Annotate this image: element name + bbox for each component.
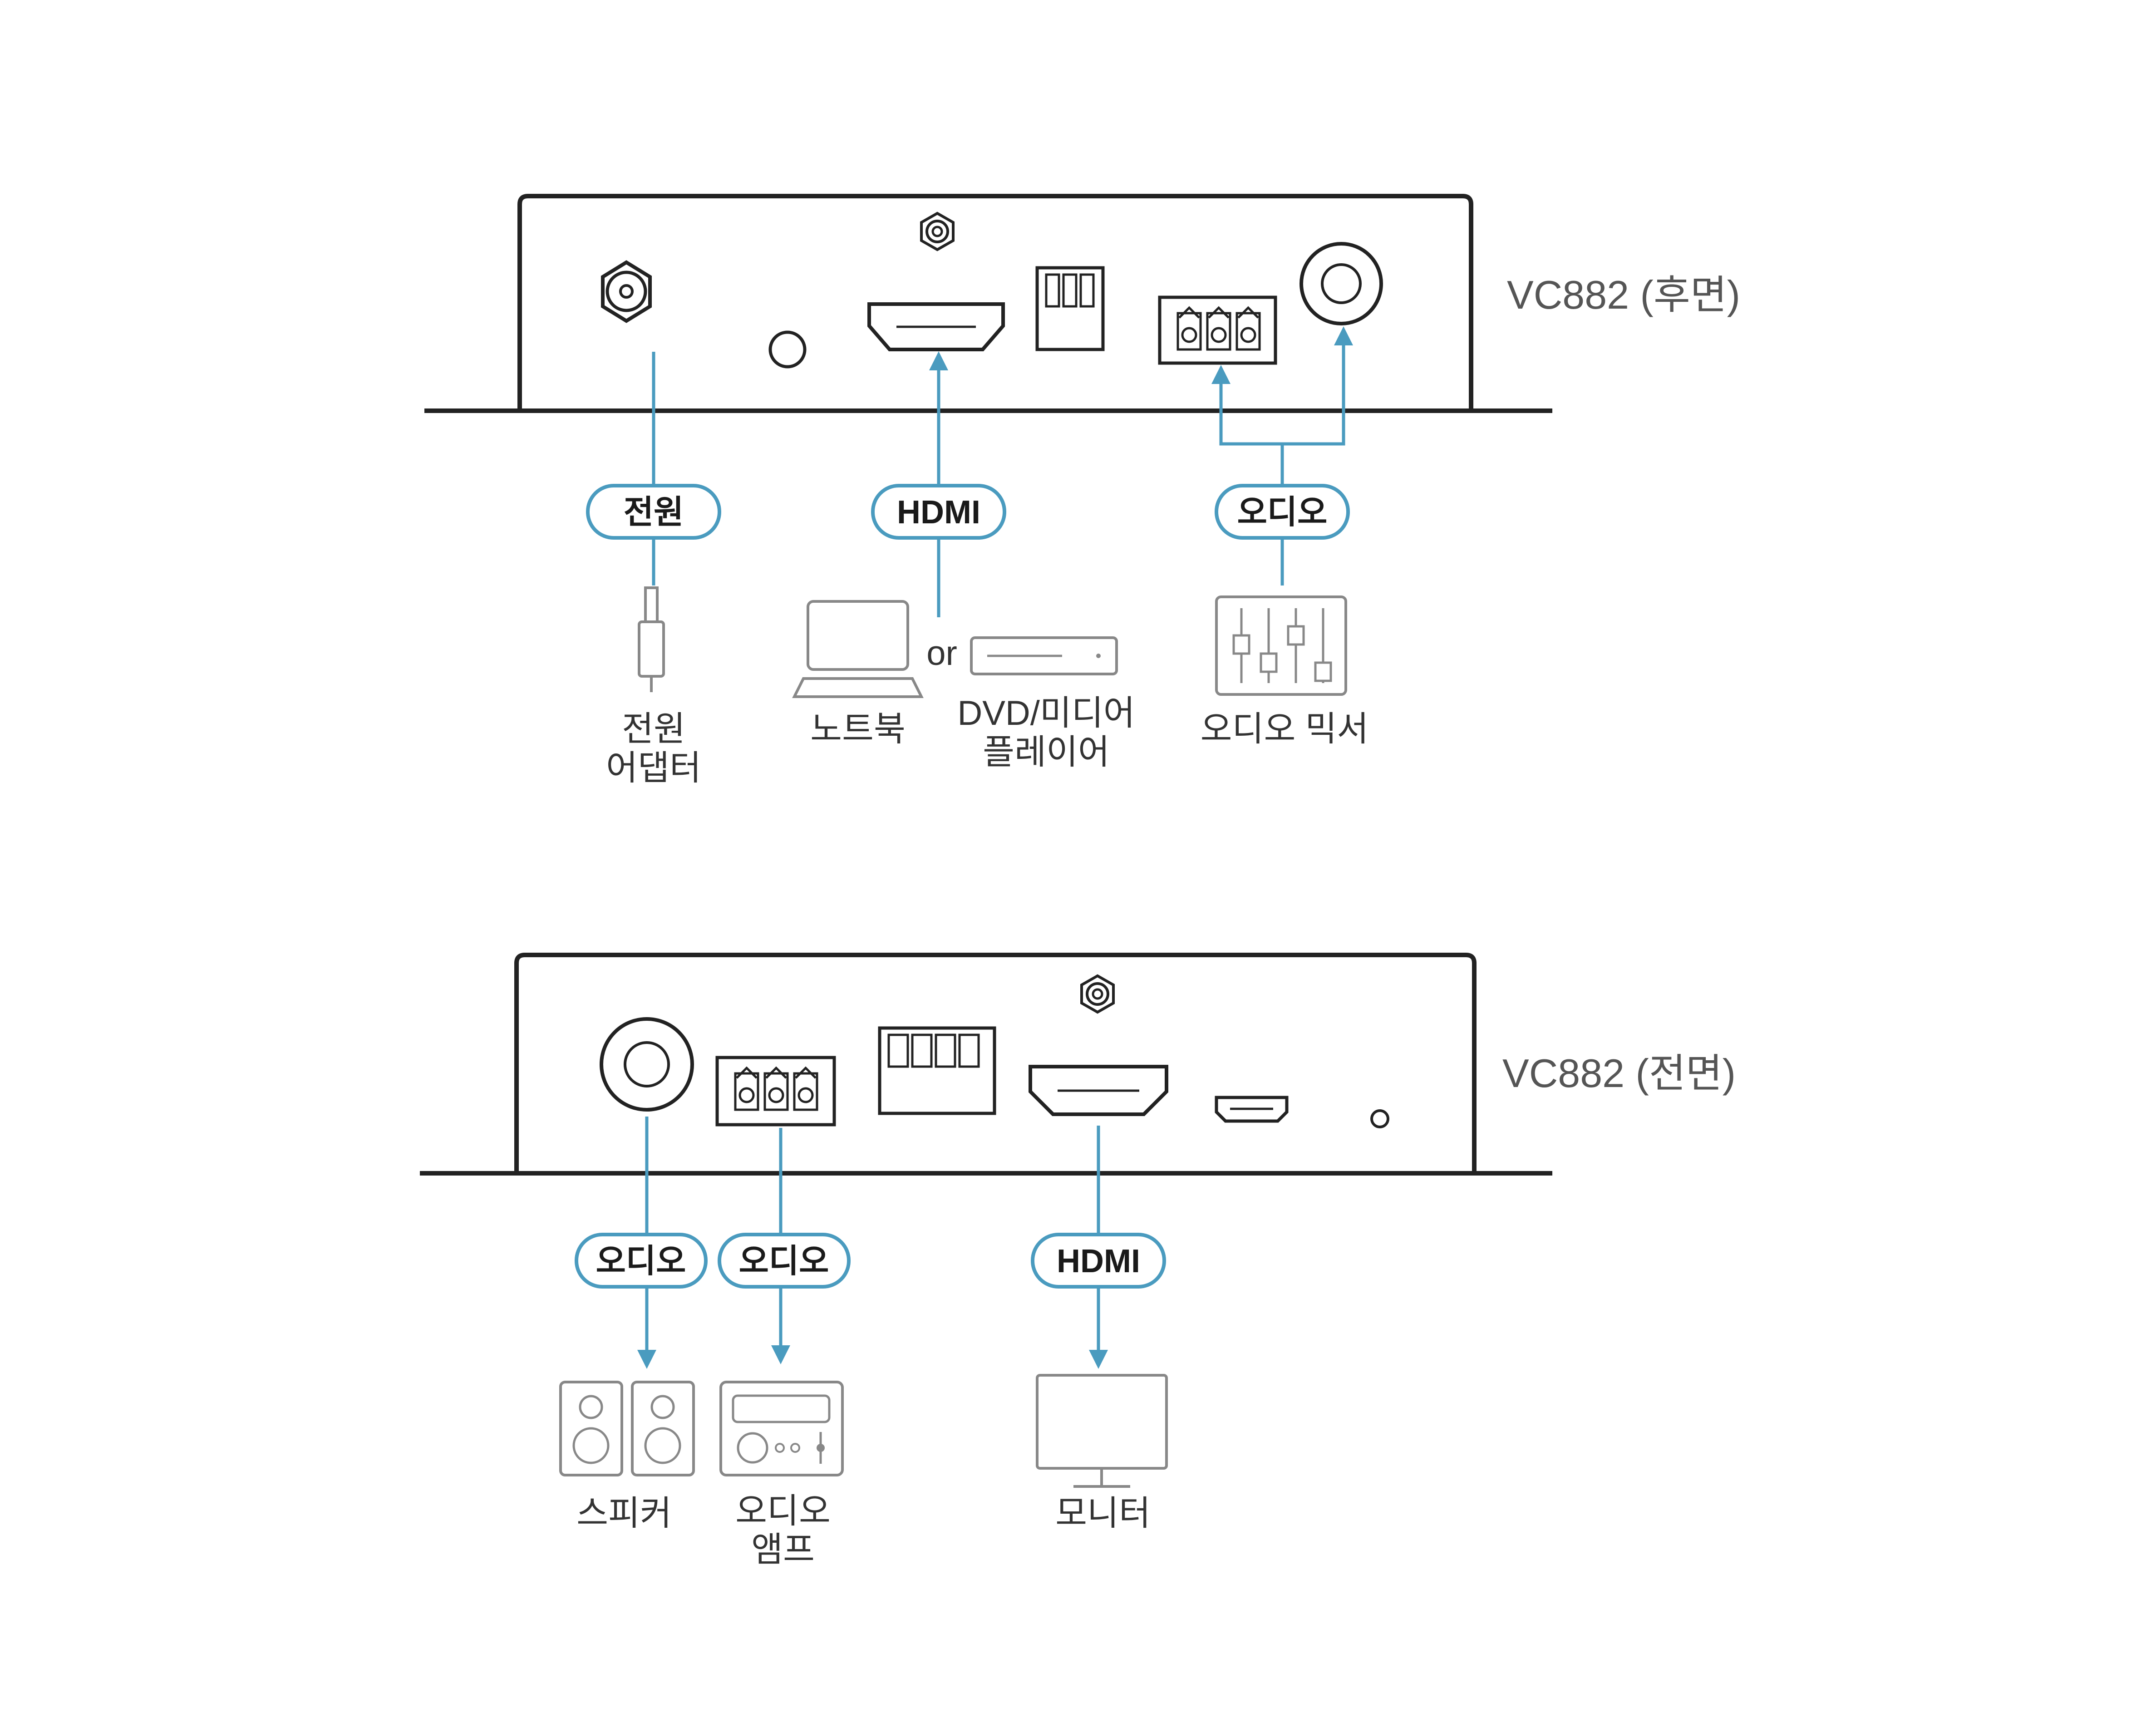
audio-mixer-icon: [1215, 595, 1347, 696]
rear-title: VC882 (후면): [1507, 272, 1740, 317]
front-led-icon: [1370, 1109, 1389, 1128]
speaker-label: 스피커: [576, 1494, 672, 1533]
rear-audio-branch-line: [1211, 365, 1282, 446]
power-adapter-label-1: 전원: [622, 710, 685, 748]
front-hdmi-pill: HDMI: [1031, 1233, 1166, 1289]
front-audio1-pill-text: 오디오: [596, 1243, 686, 1279]
rear-led-icon: [768, 330, 807, 369]
front-screw-icon: [1080, 974, 1115, 1014]
dvd-label-1: DVD/미디어: [957, 694, 1135, 733]
rear-hdmi-pill-text: HDMI: [897, 494, 980, 531]
monitor-icon: [1036, 1374, 1168, 1488]
front-audio2-pill: 오디오: [718, 1233, 851, 1289]
front-panel: 오디오 오디오 HDMI 스피커 오: [420, 953, 1736, 1569]
front-mini-port-icon: [1215, 1096, 1289, 1123]
amp-label-2: 앰프: [751, 1530, 815, 1569]
rear-audio-jack-icon: [1300, 242, 1383, 325]
rear-audio-pill-text: 오디오: [1237, 494, 1328, 531]
power-adapter-label-2: 어댑터: [606, 749, 701, 787]
rear-hdmi-pill: HDMI: [871, 484, 1006, 540]
front-audio1-pill: 오디오: [575, 1233, 708, 1289]
rear-audio-pill: 오디오: [1215, 484, 1350, 540]
front-audio2-pill-text: 오디오: [739, 1243, 829, 1279]
front-hdmi-port-icon: [1029, 1065, 1168, 1116]
front-hdmi-pill-text: HDMI: [1057, 1243, 1140, 1279]
rear-power-pill: 전원: [586, 484, 721, 540]
front-dip-switch-icon: [878, 1026, 996, 1115]
rear-power-pill-text: 전원: [624, 494, 684, 531]
dvd-label-2: 플레이어: [983, 733, 1110, 772]
dvd-player-icon: [970, 636, 1118, 675]
laptop-icon: [792, 600, 924, 698]
rear-dip-switch-icon: [1035, 266, 1105, 351]
notebook-label: 노트북: [810, 710, 906, 748]
front-title: VC882 (전면): [1502, 1051, 1736, 1096]
audio-mixer-label: 오디오 믹서: [1201, 710, 1369, 748]
front-terminal-block-icon: [715, 1056, 836, 1127]
audio-amp-icon: [719, 1381, 844, 1476]
amp-label-1: 오디오: [735, 1492, 831, 1530]
or-label: or: [926, 634, 957, 673]
rear-panel: 전원 HDMI 오디오 전원 어댑터 노트북 or: [424, 194, 1740, 787]
monitor-label: 모니터: [1055, 1494, 1151, 1533]
speaker-icon: [559, 1381, 695, 1476]
front-audio-jack-icon: [600, 1017, 694, 1112]
rear-terminal-block-icon: [1158, 295, 1277, 365]
rear-power-port-icon: [601, 260, 652, 323]
rear-hdmi-port-icon: [867, 302, 1005, 351]
power-adapter-icon: [638, 586, 665, 692]
rear-screw-icon: [920, 212, 955, 251]
